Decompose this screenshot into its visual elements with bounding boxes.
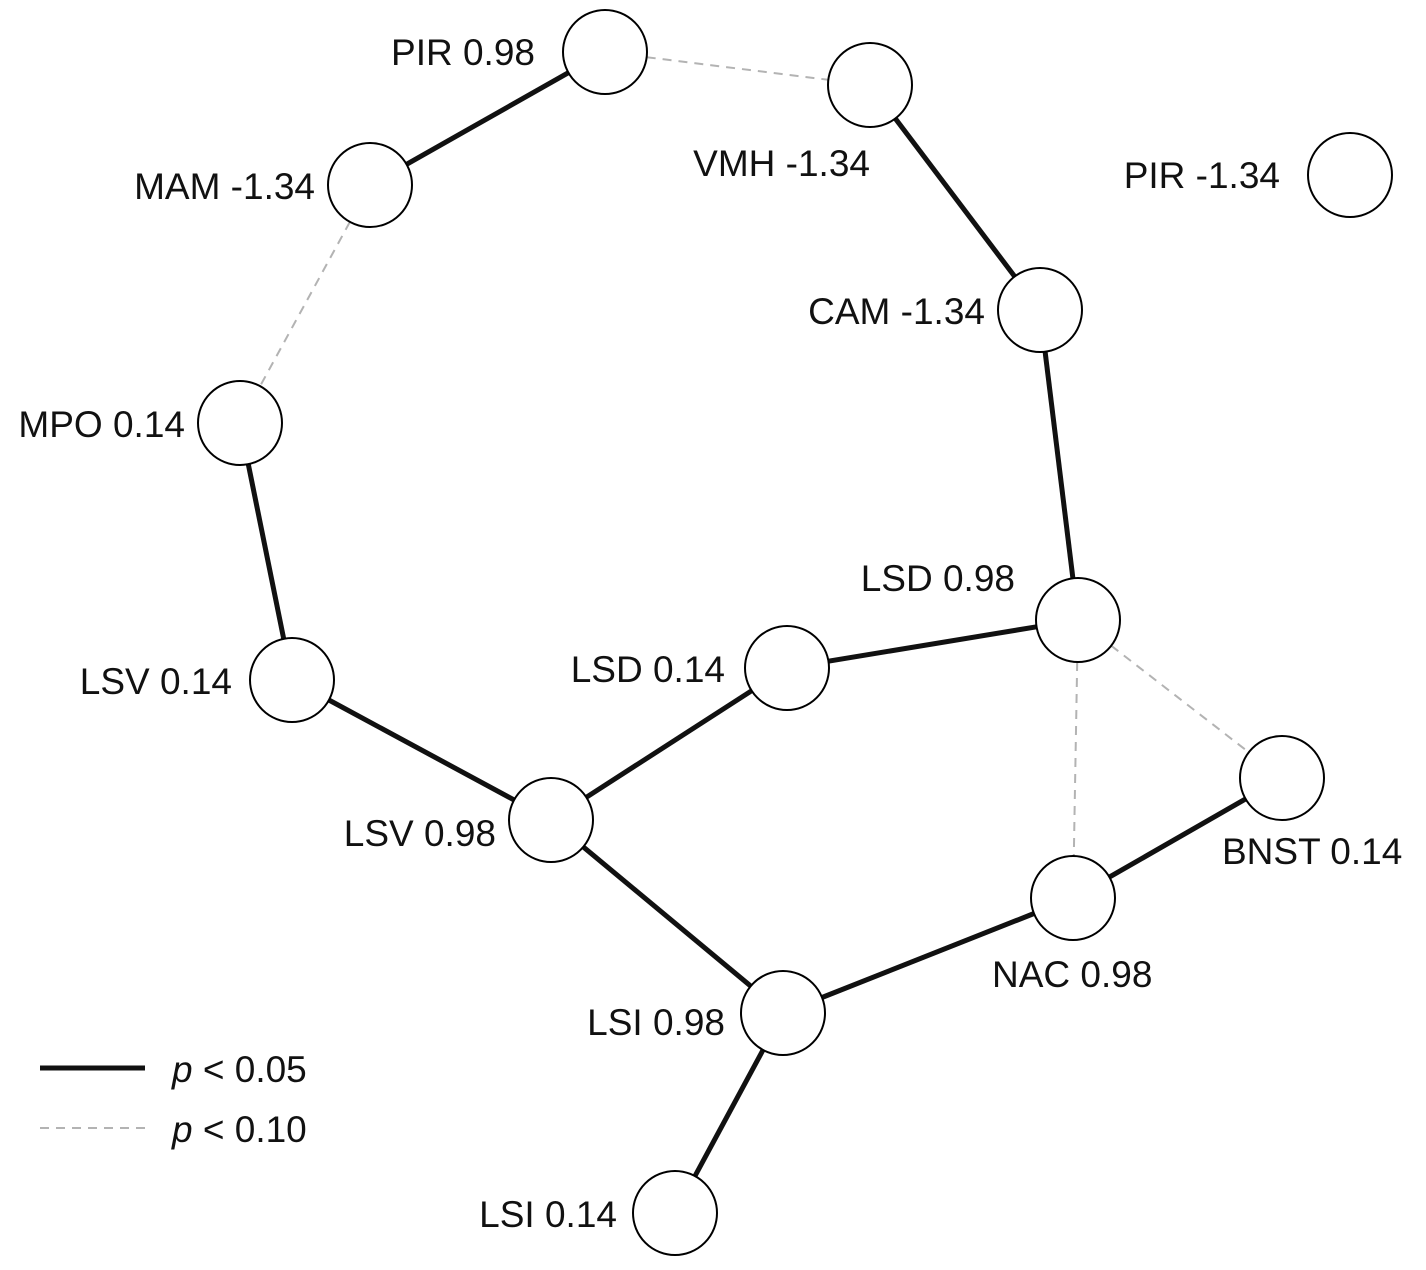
node-label-pir_098: PIR 0.98	[391, 32, 535, 73]
node-label-pir_134: PIR -1.34	[1124, 155, 1280, 196]
node-circle-lsd_098	[1035, 577, 1121, 663]
legend: p < 0.05 p < 0.10	[40, 1049, 307, 1150]
node-circle-mpo	[197, 380, 283, 466]
node-label-lsi_014: LSI 0.14	[479, 1194, 617, 1235]
node-lsi_098: LSI 0.98	[587, 970, 826, 1056]
node-circle-lsi_098	[740, 970, 826, 1056]
node-circle-lsv_014	[249, 637, 335, 723]
node-circle-pir_098	[562, 9, 648, 95]
node-label-lsi_098: LSI 0.98	[587, 1002, 725, 1043]
node-mpo: MPO 0.14	[18, 380, 283, 466]
edge-lsd_098-nac	[1072, 661, 1079, 857]
edge-pir_098-mam	[405, 70, 570, 167]
node-label-cam: CAM -1.34	[808, 291, 985, 332]
node-circle-lsi_014	[632, 1170, 718, 1256]
node-lsd_098: LSD 0.98	[861, 558, 1121, 663]
node-circle-lsd_014	[744, 625, 830, 711]
node-label-lsd_098: LSD 0.98	[861, 558, 1015, 599]
node-label-lsv_098: LSV 0.98	[344, 813, 496, 854]
edge-lsv_014-lsv_098	[327, 697, 516, 803]
edges-layer	[245, 56, 1250, 1178]
node-label-mpo: MPO 0.14	[18, 404, 185, 445]
node-circle-pir_134	[1307, 132, 1393, 218]
node-circle-cam	[997, 267, 1083, 353]
node-lsd_014: LSD 0.14	[571, 625, 830, 711]
node-label-lsv_014: LSV 0.14	[80, 661, 232, 702]
node-vmh: VMH -1.34	[693, 42, 913, 184]
edge-mpo-lsv_014	[245, 463, 287, 640]
node-label-nac: NAC 0.98	[992, 954, 1152, 995]
edge-mam-mpo	[259, 221, 351, 387]
edge-lsd_098-bnst	[1110, 644, 1250, 754]
node-nac: NAC 0.98	[992, 855, 1152, 995]
node-lsi_014: LSI 0.14	[479, 1170, 718, 1256]
legend-solid-p: p	[171, 1049, 193, 1090]
legend-dashed-threshold: < 0.10	[193, 1109, 307, 1150]
node-circle-lsv_098	[508, 777, 594, 863]
node-pir_098: PIR 0.98	[391, 9, 648, 95]
node-circle-vmh	[827, 42, 913, 128]
node-pir_134: PIR -1.34	[1124, 132, 1393, 218]
edge-lsd_014-lsv_098	[584, 688, 754, 800]
node-cam: CAM -1.34	[808, 267, 1083, 353]
node-label-vmh: VMH -1.34	[693, 143, 870, 184]
node-label-lsd_014: LSD 0.14	[571, 649, 725, 690]
edge-bnst-nac	[1108, 796, 1247, 880]
edge-lsi_098-lsi_014	[692, 1048, 766, 1178]
legend-dashed-label: p < 0.10	[171, 1109, 307, 1150]
node-circle-bnst	[1239, 735, 1325, 821]
edge-vmh-cam	[893, 116, 1017, 279]
node-label-bnst: BNST 0.14	[1222, 831, 1402, 872]
legend-solid-label: p < 0.05	[171, 1049, 307, 1090]
edge-cam-lsd_098	[1042, 351, 1076, 579]
node-mam: MAM -1.34	[134, 142, 413, 228]
node-label-mam: MAM -1.34	[134, 166, 315, 207]
node-bnst: BNST 0.14	[1222, 735, 1402, 872]
edge-lsv_098-lsi_098	[581, 844, 753, 989]
edge-pir_098-vmh	[646, 56, 829, 81]
edge-lsd_098-lsd_014	[827, 624, 1038, 664]
legend-dashed-p: p	[171, 1109, 193, 1150]
edge-nac-lsi_098	[821, 911, 1035, 1000]
legend-solid-threshold: < 0.05	[193, 1049, 307, 1090]
node-circle-mam	[327, 142, 413, 228]
node-lsv_014: LSV 0.14	[80, 637, 335, 723]
node-lsv_098: LSV 0.98	[344, 777, 594, 863]
node-circle-nac	[1030, 855, 1116, 941]
